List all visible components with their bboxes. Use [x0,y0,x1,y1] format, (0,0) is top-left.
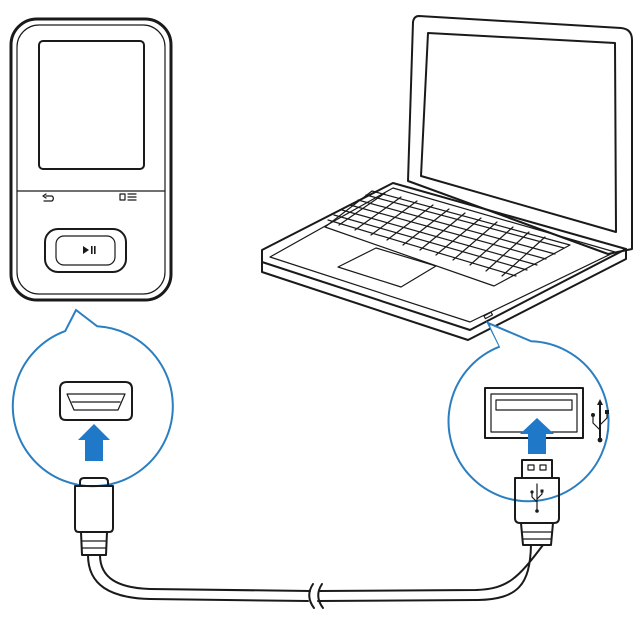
usb-a-plug [514,459,560,546]
options-menu-icon [119,193,137,201]
trackpad [337,247,437,288]
insert-arrow-right [520,418,554,454]
player-body [9,17,173,302]
micro-usb-plug [74,477,114,556]
player-screen [38,40,145,170]
usb-cable [87,544,544,609]
plug-usb-icon [530,483,544,513]
cable-left-section-outer [99,554,311,592]
keyboard-area [324,190,571,287]
laptop-port-callout [447,321,610,546]
laptop-screen [420,32,617,233]
laptop-deck [269,187,616,323]
laptop [261,15,633,341]
insert-arrow-left [78,424,110,461]
player-body-inner-edge [16,24,166,295]
cable-right-section [317,544,532,602]
back-arrow-icon [42,193,54,202]
usb-a-port [484,387,584,439]
play-pause-icon [83,246,96,254]
keyboard-keys [327,192,565,277]
cable-left-section [87,554,309,602]
micro-usb-port [59,381,133,421]
laptop-usb-port [483,311,494,320]
mp3-player [9,17,173,302]
laptop-base [261,182,627,331]
callout-bubble-left [11,308,174,488]
player-port-callout [11,308,174,556]
callout-bubble-right [447,321,610,503]
play-pause-button[interactable] [44,228,127,273]
cable-right-section-outer [319,544,544,592]
cable-break-icon [308,583,324,609]
usb-trident-icon [591,399,609,443]
laptop-base-front [261,248,627,341]
